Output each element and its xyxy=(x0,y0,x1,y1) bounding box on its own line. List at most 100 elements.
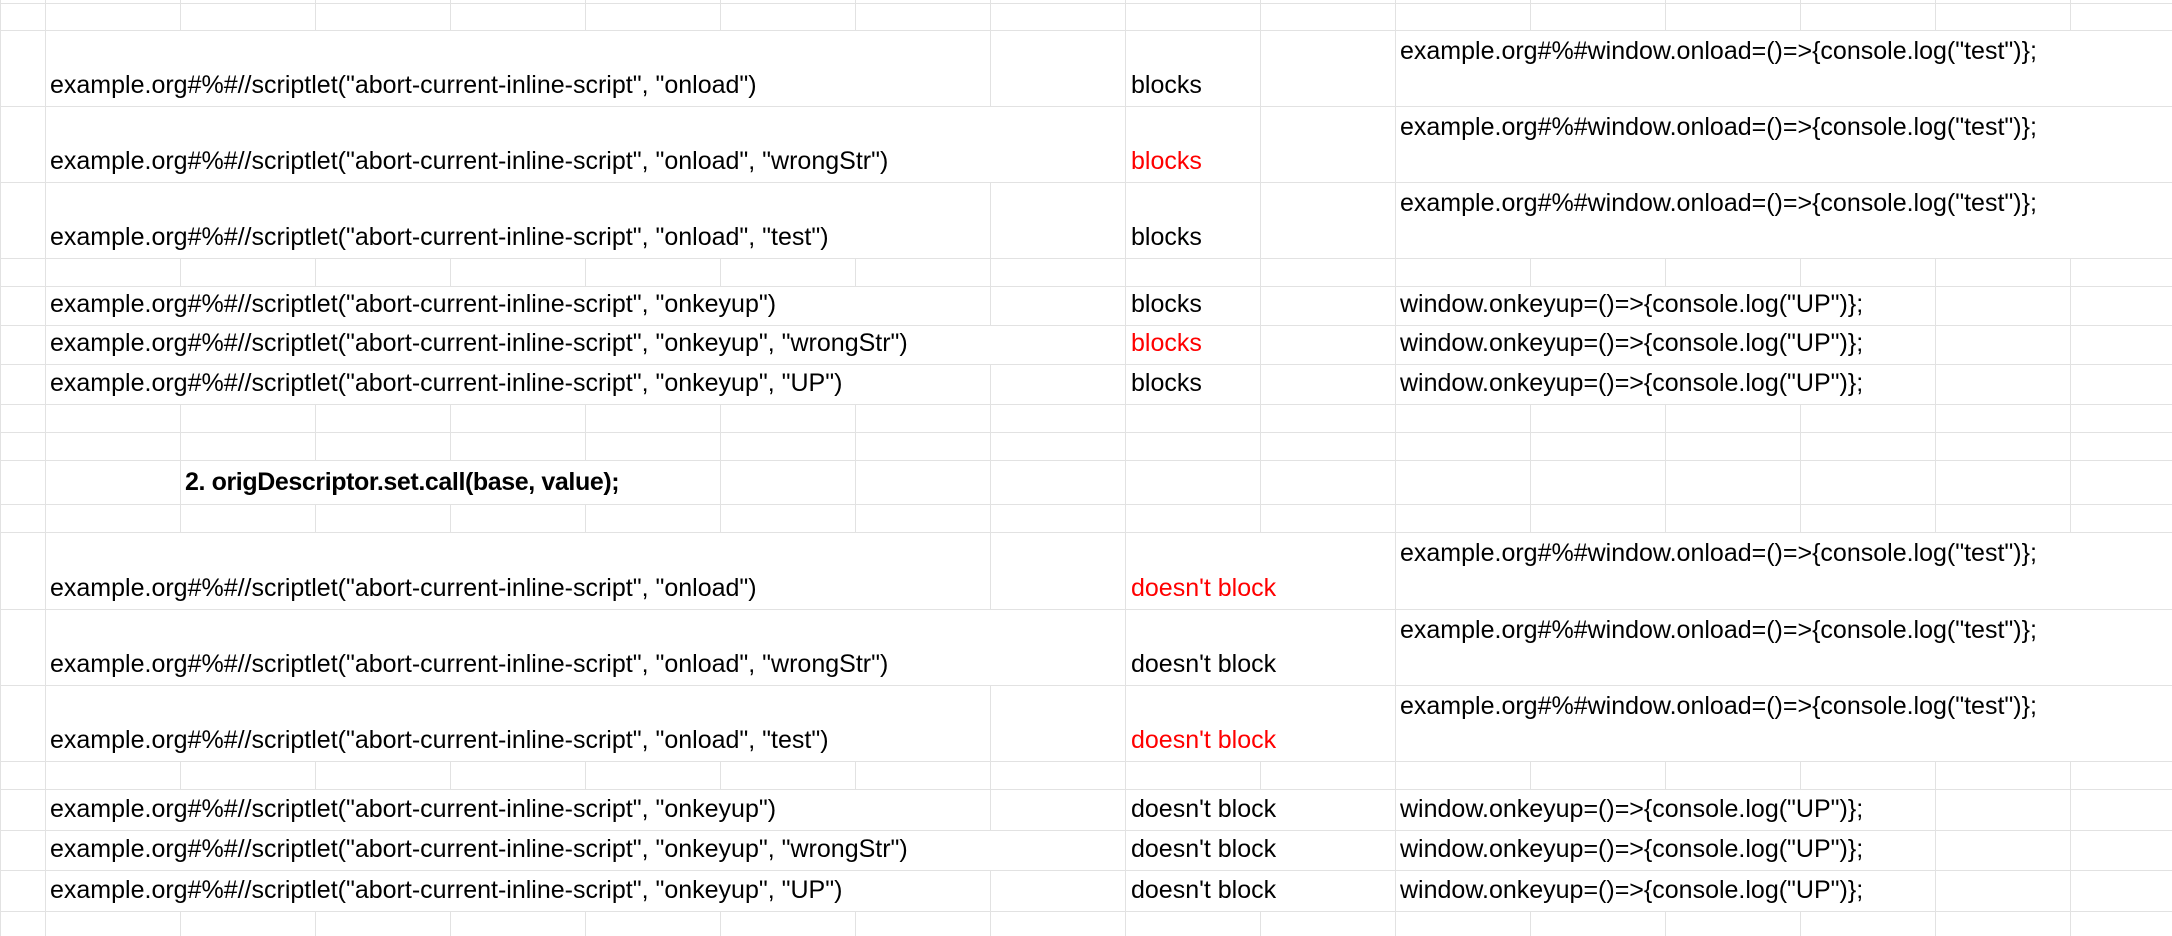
grid-row[interactable]: example.org#%#//scriptlet("abort-current… xyxy=(0,790,2172,831)
result-cell[interactable]: blocks xyxy=(1131,369,1204,397)
gridline-v xyxy=(1395,505,1396,532)
script-cell[interactable]: window.onkeyup=()=>{console.log("UP")}; xyxy=(1400,795,1866,823)
gridline-v xyxy=(990,686,991,761)
gridline-v xyxy=(720,762,721,789)
grid-row[interactable]: 2. origDescriptor.set.call(base, value); xyxy=(0,461,2172,505)
gridline-v xyxy=(45,461,46,504)
result-cell[interactable]: blocks xyxy=(1131,71,1204,99)
script-cell[interactable]: window.onkeyup=()=>{console.log("UP")}; xyxy=(1400,835,1866,863)
script-cell[interactable]: window.onkeyup=()=>{console.log("UP")}; xyxy=(1400,329,1866,357)
script-cell[interactable]: window.onkeyup=()=>{console.log("UP")}; xyxy=(1400,876,1866,904)
grid-row[interactable] xyxy=(0,505,2172,533)
rule-cell[interactable]: example.org#%#//scriptlet("abort-current… xyxy=(50,223,831,251)
gridline-v xyxy=(1800,405,1801,432)
gridline-v xyxy=(1935,790,1936,830)
grid-row[interactable] xyxy=(0,433,2172,461)
script-cell[interactable]: example.org#%#window.onload=()=>{console… xyxy=(1400,539,2039,567)
gridline-v xyxy=(2070,505,2071,532)
gridline-v xyxy=(1935,259,1936,286)
script-cell[interactable]: example.org#%#window.onload=()=>{console… xyxy=(1400,692,2039,720)
gridline-v xyxy=(1125,326,1126,364)
grid-row[interactable] xyxy=(0,912,2172,936)
rule-cell[interactable]: example.org#%#//scriptlet("abort-current… xyxy=(50,147,891,175)
gridline-v xyxy=(1935,405,1936,432)
result-cell[interactable]: doesn't block xyxy=(1131,726,1279,754)
gridline-v xyxy=(0,871,1,911)
rule-cell[interactable]: example.org#%#//scriptlet("abort-current… xyxy=(50,876,845,904)
grid-row[interactable] xyxy=(0,0,2172,4)
script-cell[interactable]: example.org#%#window.onload=()=>{console… xyxy=(1400,616,2039,644)
grid-row[interactable] xyxy=(0,405,2172,433)
gridline-v xyxy=(1665,762,1666,789)
result-cell[interactable]: blocks xyxy=(1131,329,1204,357)
grid-row[interactable]: example.org#%#//scriptlet("abort-current… xyxy=(0,31,2172,107)
gridline-v xyxy=(1395,610,1396,685)
gridline-v xyxy=(1530,912,1531,936)
script-cell[interactable]: window.onkeyup=()=>{console.log("UP")}; xyxy=(1400,369,1866,397)
gridline-v xyxy=(855,259,856,286)
rule-cell[interactable]: example.org#%#//scriptlet("abort-current… xyxy=(50,795,779,823)
gridline-v xyxy=(45,365,46,404)
gridline-v xyxy=(855,405,856,432)
rule-cell[interactable]: example.org#%#//scriptlet("abort-current… xyxy=(50,369,845,397)
gridline-v xyxy=(1800,433,1801,460)
grid-row[interactable]: example.org#%#//scriptlet("abort-current… xyxy=(0,686,2172,762)
grid-row[interactable]: example.org#%#//scriptlet("abort-current… xyxy=(0,287,2172,326)
result-cell[interactable]: blocks xyxy=(1131,147,1204,175)
gridline-v xyxy=(1800,912,1801,936)
gridline-v xyxy=(180,259,181,286)
result-cell[interactable]: doesn't block xyxy=(1131,876,1279,904)
gridline-v xyxy=(45,326,46,364)
rule-cell[interactable]: example.org#%#//scriptlet("abort-current… xyxy=(50,290,779,318)
gridline-v xyxy=(0,365,1,404)
rule-cell[interactable]: example.org#%#//scriptlet("abort-current… xyxy=(50,71,759,99)
rule-cell[interactable]: example.org#%#//scriptlet("abort-current… xyxy=(50,835,910,863)
grid-row[interactable] xyxy=(0,4,2172,31)
result-cell[interactable]: blocks xyxy=(1131,223,1204,251)
gridline-v xyxy=(1260,433,1261,460)
rule-cell[interactable]: example.org#%#//scriptlet("abort-current… xyxy=(50,574,759,602)
note-cell[interactable]: 2. origDescriptor.set.call(base, value); xyxy=(185,468,622,496)
rule-cell[interactable]: example.org#%#//scriptlet("abort-current… xyxy=(50,726,831,754)
gridline-v xyxy=(0,107,1,182)
grid-row[interactable]: example.org#%#//scriptlet("abort-current… xyxy=(0,107,2172,183)
gridline-v xyxy=(1530,259,1531,286)
script-cell[interactable]: window.onkeyup=()=>{console.log("UP")}; xyxy=(1400,290,1866,318)
grid-row[interactable] xyxy=(0,762,2172,790)
result-cell[interactable]: doesn't block xyxy=(1131,574,1279,602)
gridline-v xyxy=(2070,871,2071,911)
script-cell[interactable]: example.org#%#window.onload=()=>{console… xyxy=(1400,113,2039,141)
gridline-v xyxy=(450,505,451,532)
script-cell[interactable]: example.org#%#window.onload=()=>{console… xyxy=(1400,189,2039,217)
rule-cell[interactable]: example.org#%#//scriptlet("abort-current… xyxy=(50,650,891,678)
gridline-v xyxy=(1260,259,1261,286)
gridline-v xyxy=(1935,871,1936,911)
grid-row[interactable]: example.org#%#//scriptlet("abort-current… xyxy=(0,533,2172,610)
gridline-v xyxy=(585,0,586,3)
grid-row[interactable]: example.org#%#//scriptlet("abort-current… xyxy=(0,831,2172,871)
grid-row[interactable]: example.org#%#//scriptlet("abort-current… xyxy=(0,326,2172,365)
gridline-v xyxy=(450,4,451,30)
gridline-v xyxy=(450,762,451,789)
rule-cell[interactable]: example.org#%#//scriptlet("abort-current… xyxy=(50,329,910,357)
gridline-v xyxy=(1260,461,1261,504)
gridline-v xyxy=(1935,4,1936,30)
gridline-v xyxy=(0,505,1,532)
gridline-v xyxy=(1125,762,1126,789)
result-cell[interactable]: doesn't block xyxy=(1131,650,1279,678)
grid-row[interactable]: example.org#%#//scriptlet("abort-current… xyxy=(0,183,2172,259)
grid-row[interactable]: example.org#%#//scriptlet("abort-current… xyxy=(0,365,2172,405)
result-cell[interactable]: blocks xyxy=(1131,290,1204,318)
grid-row[interactable] xyxy=(0,259,2172,287)
grid-row[interactable]: example.org#%#//scriptlet("abort-current… xyxy=(0,610,2172,686)
gridline-v xyxy=(45,31,46,106)
result-cell[interactable]: doesn't block xyxy=(1131,835,1279,863)
gridline-v xyxy=(720,405,721,432)
gridline-v xyxy=(315,405,316,432)
script-cell[interactable]: example.org#%#window.onload=()=>{console… xyxy=(1400,37,2039,65)
gridline-v xyxy=(315,505,316,532)
grid-row[interactable]: example.org#%#//scriptlet("abort-current… xyxy=(0,871,2172,912)
result-cell[interactable]: doesn't block xyxy=(1131,795,1279,823)
gridline-v xyxy=(0,405,1,432)
gridline-v xyxy=(2070,4,2071,30)
